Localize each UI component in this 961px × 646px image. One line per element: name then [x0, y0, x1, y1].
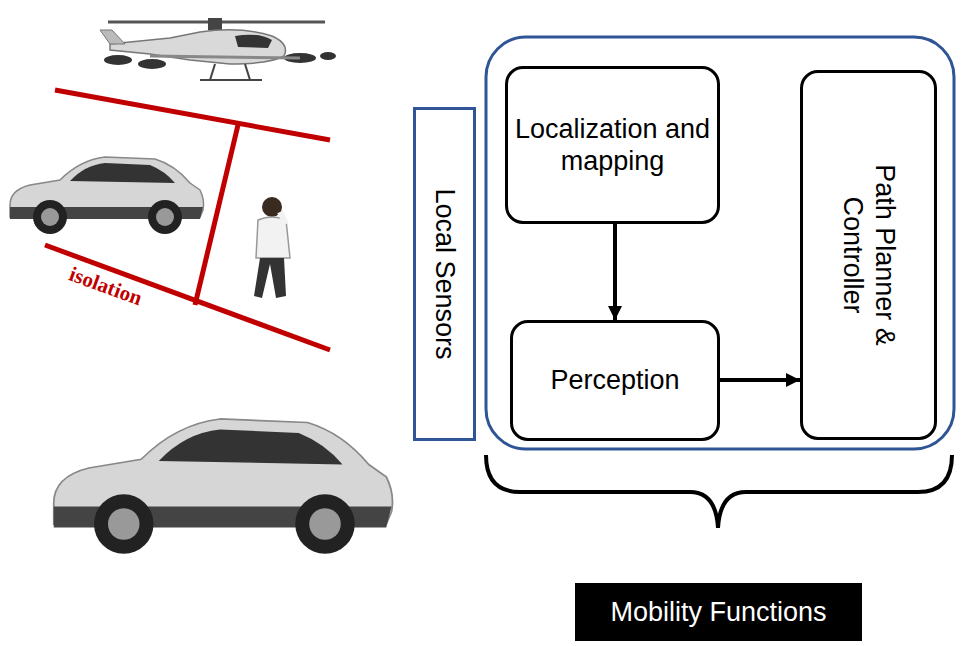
node-text: Mobility Functions — [610, 596, 826, 628]
summary-box: Mobility Functions — [575, 583, 862, 641]
text-group: Mobility Functions — [604, 590, 832, 634]
car-large — [54, 419, 393, 554]
flow-arrow — [613, 224, 617, 320]
evtol-aircraft — [100, 18, 336, 80]
pedestrian — [254, 197, 290, 298]
mobility-container — [486, 37, 954, 449]
curly-brace — [486, 455, 952, 528]
car-small — [10, 157, 204, 234]
process-box: Localization and mapping — [505, 66, 720, 224]
process-box: Path Planner & Controller — [800, 70, 937, 440]
node-text: Localization and mapping — [514, 113, 711, 178]
process-box: Perception — [510, 320, 720, 441]
isolation-lines — [45, 90, 330, 350]
text-group: Perception — [544, 358, 685, 402]
node-text: Path Planner & Controller — [836, 135, 901, 375]
node-text: Perception — [550, 364, 679, 396]
flow-arrow — [720, 378, 800, 382]
sensor-box: Local Sensors — [413, 107, 476, 441]
text-group: Local Sensors — [428, 114, 460, 434]
text-group: Localization and mapping — [508, 107, 717, 184]
node-text: Local Sensors — [428, 114, 460, 434]
text-group: Path Planner & Controller — [836, 135, 901, 375]
